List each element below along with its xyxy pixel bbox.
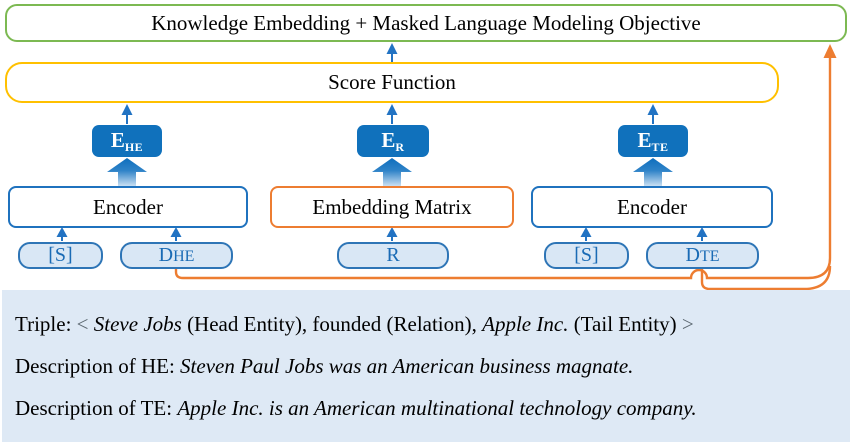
description-te-prefix: Description of TE:: [15, 396, 178, 420]
arrow-dte-to-encoder: [696, 227, 708, 241]
close-angle: >: [681, 312, 694, 336]
description-he-line: Description of HE: Steven Paul Jobs was …: [15, 345, 840, 387]
embedding-r-label: ER: [381, 127, 405, 154]
thick-arrow-matrix-to-er: [372, 158, 412, 186]
token-dhe-box: DHE: [120, 242, 233, 269]
arrow-s1-to-encoder: [56, 227, 68, 241]
arrow-s2-to-encoder: [580, 227, 592, 241]
description-te-line: Description of TE: Apple Inc. is an Amer…: [15, 387, 840, 429]
arrow-ehe-to-score: [121, 104, 133, 124]
score-function-box: Score Function: [5, 62, 779, 103]
arrow-er-to-score: [386, 104, 398, 124]
objective-label: Knowledge Embedding + Masked Language Mo…: [151, 10, 701, 35]
embedding-te-box: ETE: [618, 125, 688, 157]
token-s-left-label: [S]: [48, 244, 73, 266]
token-r-label: R: [386, 244, 400, 266]
description-te-text: Apple Inc. is an American multinational …: [177, 396, 697, 420]
orange-wire-dte-branch: [700, 265, 832, 291]
token-s-left-box: [S]: [18, 242, 103, 269]
description-he-text: Steven Paul Jobs was an American busines…: [180, 354, 634, 378]
encoder-right-box: Encoder: [531, 186, 773, 228]
objective-box: Knowledge Embedding + Masked Language Mo…: [5, 4, 847, 42]
embedding-te-label: ETE: [637, 127, 669, 154]
description-he-prefix: Description of HE:: [15, 354, 181, 378]
encoder-left-label: Encoder: [93, 194, 163, 219]
tail-entity-suffix: (Tail Entity): [568, 312, 682, 336]
arrow-ete-to-score: [647, 104, 659, 124]
arrow-score-to-objective: [386, 43, 398, 62]
open-angle: <: [76, 312, 94, 336]
score-function-label: Score Function: [328, 70, 456, 94]
orange-wire-dhe-to-objective: [174, 56, 832, 280]
token-s-right-box: [S]: [544, 242, 629, 269]
token-dhe-label: DHE: [158, 244, 195, 266]
embedding-he-box: EHE: [92, 125, 162, 157]
tail-entity-name: Apple Inc.: [482, 312, 569, 336]
token-s-right-label: [S]: [574, 244, 599, 266]
example-panel: Triple: < Steve Jobs (Head Entity), foun…: [2, 290, 850, 442]
arrow-dhe-to-encoder: [170, 227, 182, 241]
thick-arrow-encoder-right-to-ete: [633, 158, 673, 186]
head-relation-text: (Head Entity), founded (Relation),: [181, 312, 483, 336]
token-dte-label: DTE: [685, 244, 720, 266]
triple-prefix: Triple:: [15, 312, 77, 336]
token-r-box: R: [337, 242, 449, 269]
orange-arrowhead: [823, 44, 837, 58]
arrow-r-to-matrix: [386, 227, 398, 241]
encoder-right-label: Encoder: [617, 194, 687, 219]
embedding-r-box: ER: [357, 125, 429, 157]
encoder-left-box: Encoder: [8, 186, 248, 228]
token-dte-box: DTE: [646, 242, 759, 269]
embedding-he-label: EHE: [110, 127, 144, 154]
embedding-matrix-box: Embedding Matrix: [270, 186, 514, 228]
embedding-matrix-label: Embedding Matrix: [312, 194, 472, 219]
head-entity-name: Steve Jobs: [93, 312, 182, 336]
thick-arrow-encoder-left-to-ehe: [107, 158, 147, 186]
triple-line: Triple: < Steve Jobs (Head Entity), foun…: [15, 303, 840, 345]
